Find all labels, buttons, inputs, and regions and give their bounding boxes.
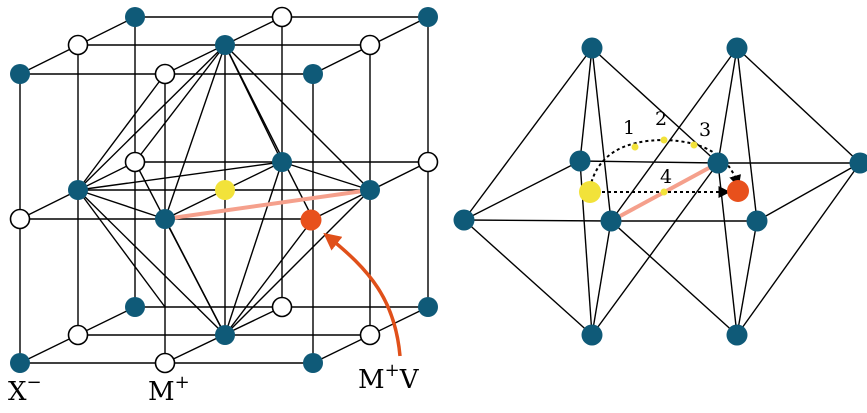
anion-site <box>360 180 380 200</box>
anion-label: X− <box>8 372 42 407</box>
anion-site <box>727 38 748 59</box>
anion-site <box>454 210 475 231</box>
cation-site <box>69 36 88 55</box>
cation-site <box>273 298 292 317</box>
path-number-1: 1 <box>623 117 635 139</box>
path-number-4: 4 <box>660 166 672 188</box>
rocksalt-unit-cell: X− M+ M+V <box>8 7 438 407</box>
anion-site <box>582 38 603 59</box>
cation-site <box>126 153 145 172</box>
path-marker-3 <box>691 142 698 149</box>
anion-site <box>10 353 30 373</box>
path-marker-2 <box>661 137 668 144</box>
cation-site <box>361 326 380 345</box>
anion-site <box>708 153 729 174</box>
anion-site <box>570 151 591 172</box>
cation-site <box>361 36 380 55</box>
octahedra-jump-paths: 1 2 3 4 <box>454 38 867 346</box>
path-number-2: 2 <box>655 108 667 130</box>
cation-site <box>11 210 30 229</box>
anion-site <box>418 7 438 27</box>
cation-site <box>419 153 438 172</box>
cation-site <box>69 326 88 345</box>
cation-site <box>273 8 292 27</box>
cation-site <box>156 65 175 84</box>
anion-site <box>272 152 292 172</box>
path-marker-1 <box>632 144 639 151</box>
interstitial-site <box>215 180 235 200</box>
vacancy-site-right <box>727 180 749 202</box>
path-number-3: 3 <box>699 119 711 141</box>
anion-site <box>582 325 603 346</box>
anion-site <box>727 325 748 346</box>
anion-site <box>215 325 235 345</box>
anion-site <box>747 211 768 232</box>
cation-site <box>156 354 175 373</box>
anion-site <box>215 35 235 55</box>
vacancy-site <box>301 210 322 231</box>
anion-site <box>68 180 88 200</box>
right-anion-sites <box>454 38 867 346</box>
anion-site <box>125 297 145 317</box>
interstitial-site-right <box>579 181 601 203</box>
path-marker-4 <box>661 189 668 196</box>
vacancy-label: M+V <box>358 360 420 395</box>
anion-site <box>303 64 323 84</box>
anion-site <box>303 353 323 373</box>
anion-site <box>10 64 30 84</box>
anion-site <box>418 297 438 317</box>
anion-site <box>601 211 622 232</box>
anion-site <box>125 7 145 27</box>
anion-site <box>155 209 175 229</box>
cation-label: M+ <box>148 372 190 407</box>
